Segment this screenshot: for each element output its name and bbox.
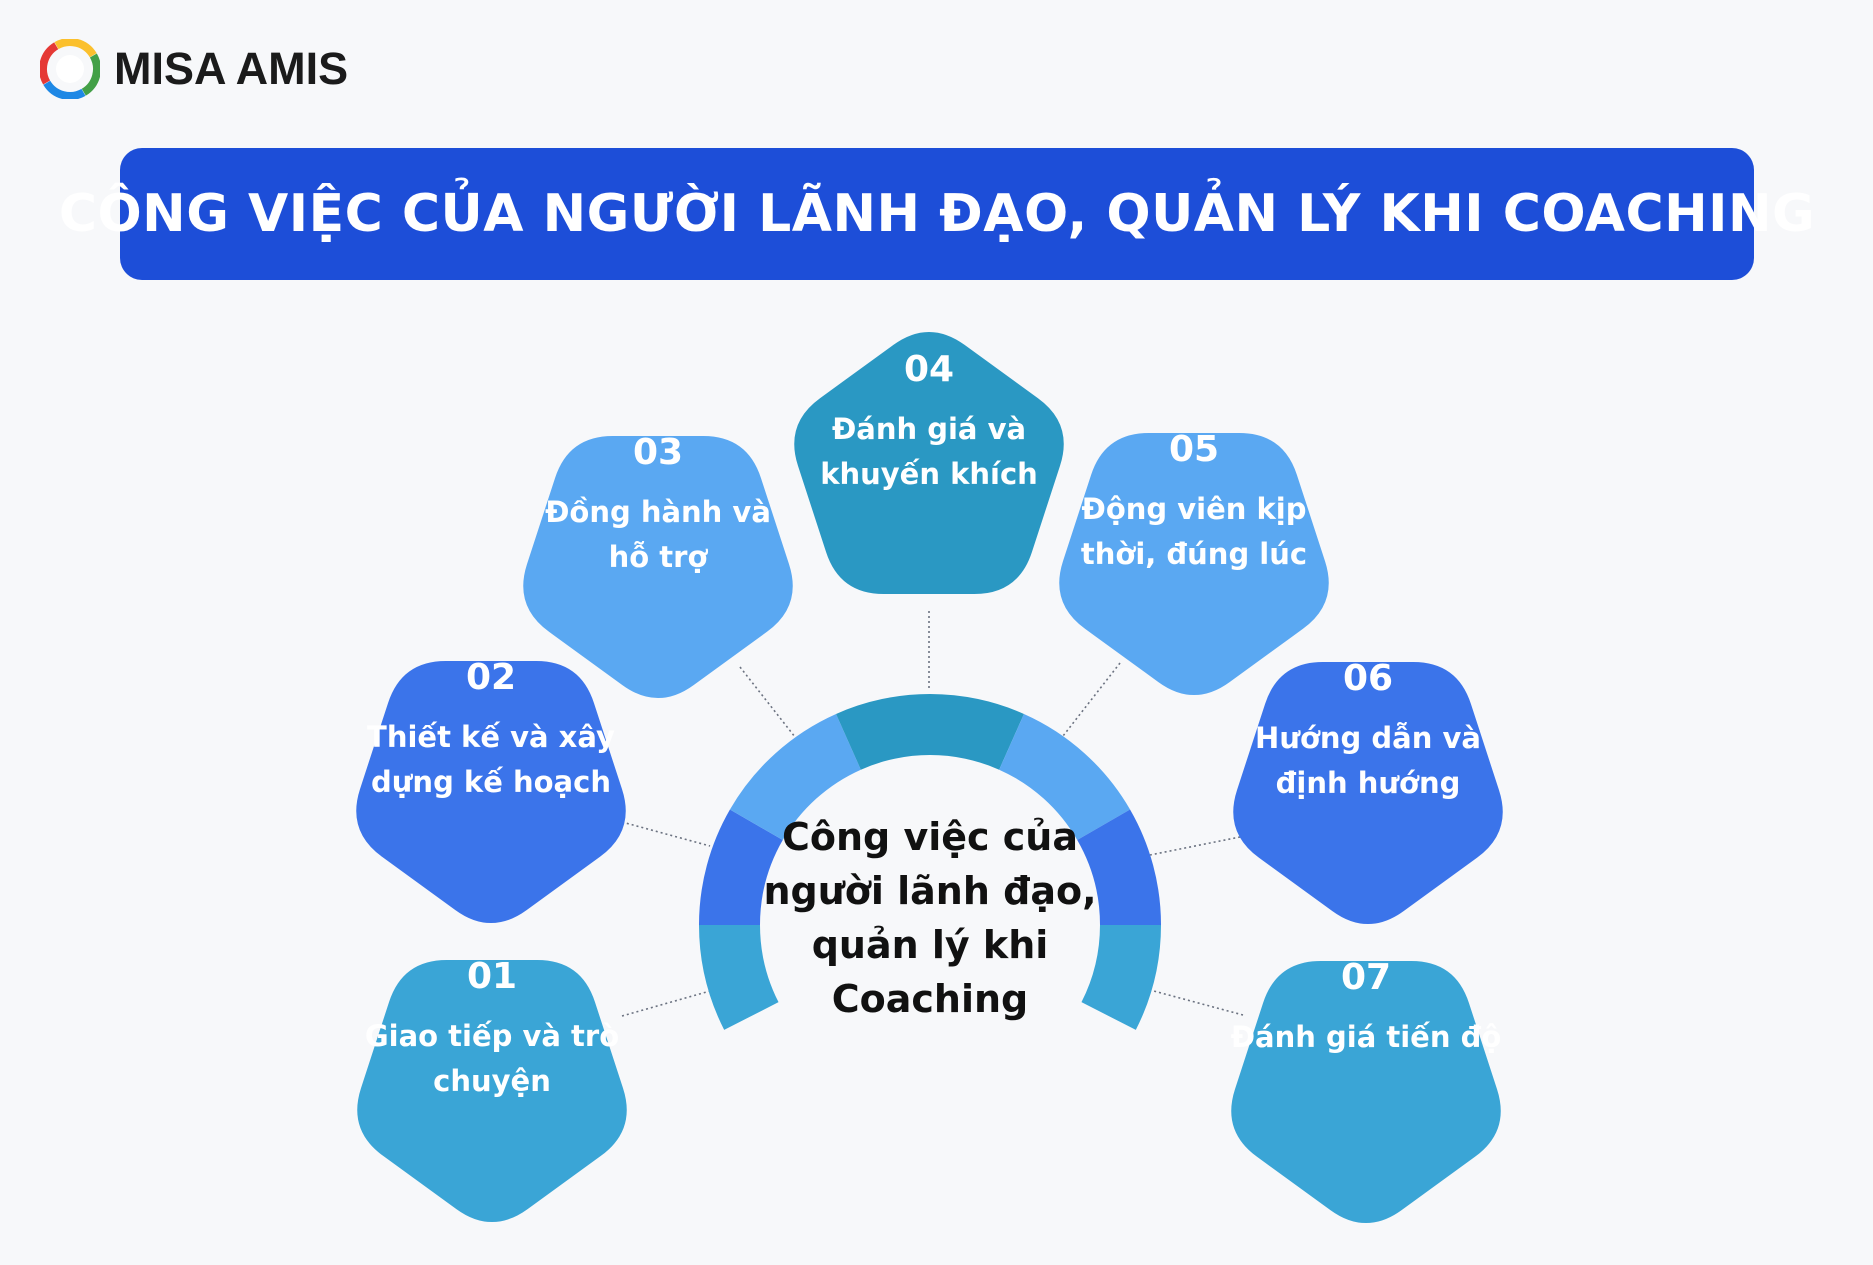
center-title-line: Coaching [832, 977, 1029, 1021]
node-label-line: Hướng dẫn và [1255, 721, 1481, 755]
center-title-line: quản lý khi [812, 923, 1049, 967]
connector-line-07 [1149, 989, 1244, 1016]
node-label: Đồng hành và hỗ trợ [545, 495, 771, 574]
node-label-line: Thiết kế và xây [367, 720, 615, 754]
brand-name: MISA AMIS [114, 43, 349, 94]
node-label-line: Động viên kịp [1082, 492, 1307, 526]
ring-segment-03 [729, 713, 861, 840]
misa-logo-icon [40, 39, 100, 99]
node-pentagon [1231, 961, 1501, 1224]
node-number: 01 [467, 956, 517, 997]
node-label-line: Giao tiếp và trò [365, 1019, 619, 1053]
node-number: 06 [1343, 658, 1393, 699]
connector-line-01 [621, 990, 711, 1017]
node-pentagon [523, 436, 793, 699]
node-label-line: thời, đúng lúc [1081, 537, 1307, 571]
node-label-line: dựng kế hoạch [371, 765, 611, 799]
ring-segment-01 [699, 925, 779, 1030]
page-title: CÔNG VIỆC CỦA NGƯỜI LÃNH ĐẠO, QUẢN LÝ KH… [58, 184, 1816, 244]
ring-segment-04 [836, 694, 1024, 770]
node-label-line: Đánh giá và [832, 412, 1026, 446]
node-number: 04 [904, 349, 954, 390]
node-label: Động viên kịp thời, đúng lúc [1081, 492, 1307, 571]
node-label: Thiết kế và xây dựng kế hoạch [367, 720, 615, 799]
ring-segment-07 [1081, 925, 1161, 1030]
node-pentagon [357, 960, 627, 1223]
node-number: 07 [1341, 957, 1391, 998]
node-label-line: Đánh giá tiến độ [1231, 1020, 1502, 1054]
connector-line-02 [621, 821, 711, 847]
node-label-line: định hướng [1276, 766, 1461, 800]
connector-line-05 [1062, 662, 1121, 737]
node-label: Hướng dẫn và định hướng [1255, 721, 1481, 800]
node-number: 05 [1169, 429, 1219, 470]
node-label-line: khuyến khích [820, 457, 1038, 491]
ring-segment-02 [699, 809, 783, 925]
ring-segment-05 [999, 713, 1131, 840]
connector-line-03 [739, 666, 796, 738]
node-label: Giao tiếp và trò chuyện [365, 1019, 619, 1098]
node-label-line: Đồng hành và [545, 495, 771, 529]
ring-segment-06 [1077, 809, 1161, 925]
node-number: 02 [466, 657, 516, 698]
node-number: 03 [633, 432, 683, 473]
connector-line-06 [1149, 835, 1246, 856]
node-label-line: hỗ trợ [609, 540, 709, 574]
node-label-line: chuyện [433, 1064, 551, 1098]
center-ring [699, 694, 1161, 1030]
title-banner: CÔNG VIỆC CỦA NGƯỜI LÃNH ĐẠO, QUẢN LÝ KH… [59, 148, 1815, 280]
node-label: Đánh giá và khuyến khích [820, 412, 1038, 491]
node-pentagon [1059, 433, 1329, 696]
brand-logo: MISA AMIS [40, 38, 348, 100]
node-pentagon [1233, 662, 1503, 925]
node-pentagon [794, 331, 1064, 594]
node-label: Đánh giá tiến độ [1231, 1020, 1502, 1054]
center-title-line: Công việc của [782, 815, 1078, 859]
center-title-line: người lãnh đạo, [763, 869, 1096, 913]
connector-lines [621, 611, 1246, 1017]
node-pentagon [356, 661, 626, 924]
